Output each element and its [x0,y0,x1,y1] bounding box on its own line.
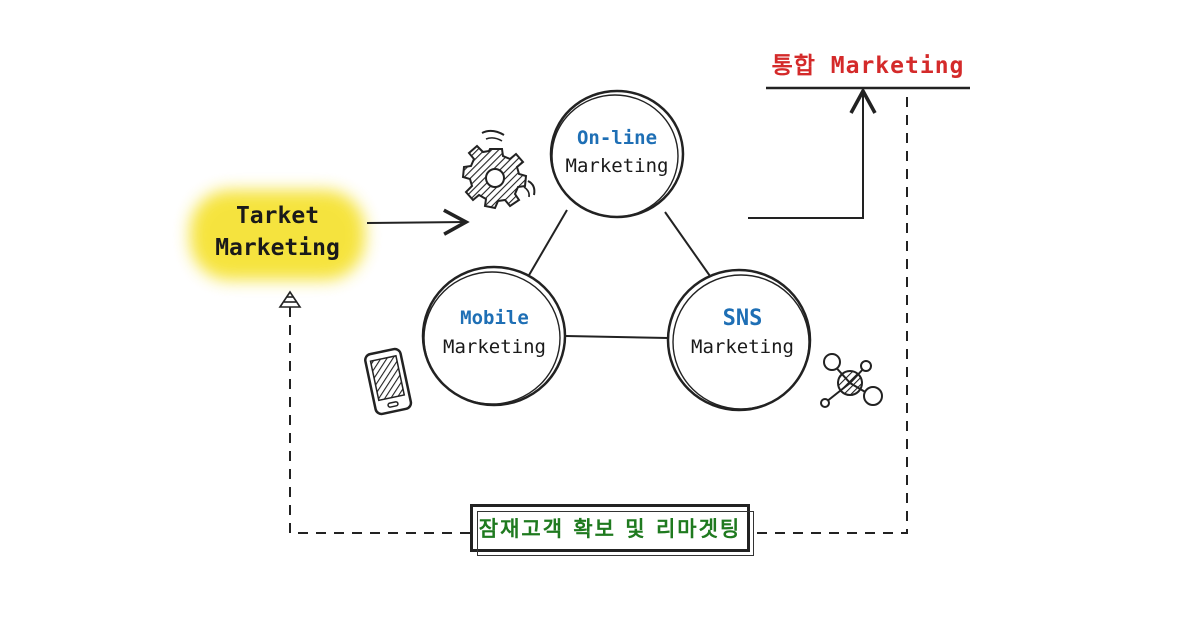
online-line2: Marketing [565,155,669,177]
line-online-sns [664,211,718,287]
feedback-loop-dashed [750,97,908,534]
feedback-label-text: 잠재고객 확보 및 리마겟팅 [478,517,742,541]
feedback-label: 잠재고객 확보 및 리마겟팅 [470,504,754,556]
page-title: 통합 Marketing [771,53,965,79]
gear-icon [461,129,536,210]
feedback-loop-dashed-left [289,305,470,534]
sns-line1: SNS [722,306,763,331]
mobile-line2: Marketing [443,336,546,358]
line-online-mobile [524,209,568,283]
feedback-arrowhead [278,290,302,308]
sns-marketing-node: SNS Marketing [675,304,810,362]
mobile-marketing-node: Mobile Marketing [427,304,562,362]
mobile-circle [421,265,567,407]
target-line2: Marketing [215,235,340,261]
arrow-center-to-title [748,87,877,219]
mobile-line1: Mobile [460,307,529,329]
connector-lines [524,209,718,339]
target-line1: Tarket [235,203,320,229]
sns-line2: Marketing [691,336,794,358]
network-icon [820,353,883,408]
online-circle [549,89,685,219]
arrow-target-to-center [366,208,470,236]
target-highlight [190,190,365,280]
sns-circle [666,268,812,412]
online-line1: On-line [576,127,658,149]
line-mobile-sns [565,335,669,339]
smartphone-icon [364,347,413,416]
target-marketing-node: Tarket Marketing [190,200,365,264]
online-marketing-node: On-line Marketing [552,124,682,180]
